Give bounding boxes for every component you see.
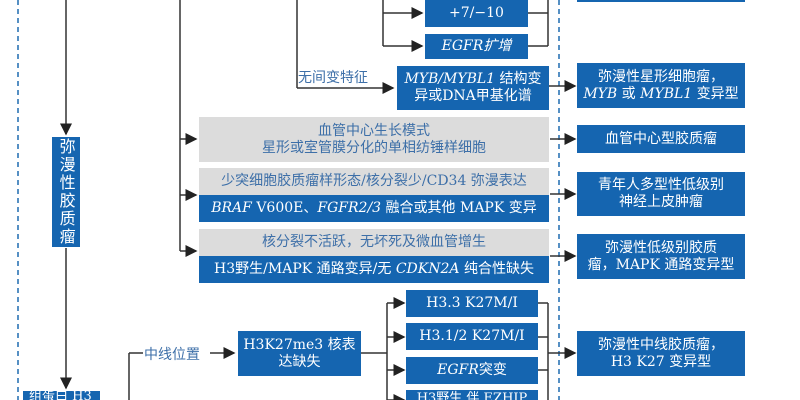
lowgrade-start: H3野生/MAPK 通路变异/无 (214, 261, 396, 278)
node-egfr-amplification: EGFR扩增 (425, 34, 528, 59)
node-histone-h3-label: 组蛋白 H3 (29, 391, 92, 400)
myb-rest: 结构变 (495, 71, 542, 88)
angio-line2: 星形或室管膜分化的单相纺锤样细胞 (262, 139, 486, 156)
result-box-top-clipped (577, 0, 745, 2)
angio-line1: 血管中心生长模式 (318, 122, 430, 139)
node-ezhip-partial: H3野生 伴 EZHIP (406, 390, 538, 400)
myb-italic: MYB/MYBL1 (404, 71, 496, 88)
result-myb-line1: 弥漫性星形细胞瘤， (598, 68, 724, 85)
plnty-line1: 青年人多型性低级别 (598, 177, 724, 194)
node-diffuse-glioma: 弥漫性胶质瘤 (52, 137, 80, 247)
node-low-grade-features: 核分裂不活跃，无坏死及微血管增生 (199, 229, 549, 256)
result-myb-line2: MYB 或 MYBL1 变异型 (583, 86, 738, 103)
result-myb-astrocytoma: 弥漫性星形细胞瘤， MYB 或 MYBL1 变异型 (577, 63, 745, 108)
node-diffuse-glioma-label: 弥漫性胶质瘤 (56, 138, 76, 246)
lowgrade-blue-line: H3野生/MAPK 通路变异/无 CDKN2A 纯合性缺失 (214, 261, 534, 278)
node-plus7-label: +7/−10 (449, 5, 504, 22)
pleo-blue-line: BRAF V600E、FGFR2/3 融合或其他 MAPK 变异 (211, 200, 537, 217)
node-plus7-minus10: +7/−10 (425, 0, 528, 27)
label-no-anaplasia: 无间变特征 (298, 67, 368, 87)
result-angiocentric-glioma: 血管中心型胶质瘤 (577, 125, 745, 153)
node-myb-variant: MYB/MYBL1 结构变 异或DNA甲基化谱 (397, 66, 549, 110)
fgfr-italic: FGFR2/3 (317, 200, 382, 217)
node-histone-h3-partial: 组蛋白 H3 (23, 391, 100, 400)
braf-mid: V600E、 (251, 200, 318, 217)
myb-italic-1: MYB (583, 85, 618, 102)
node-myb-line2: 异或DNA甲基化谱 (414, 88, 532, 104)
node-egfr-mutation: EGFR突变 (406, 357, 538, 384)
h3k27-line1: H3K27me3 核表 (243, 336, 356, 353)
h3k27-line2: 达缺失 (278, 353, 321, 370)
node-low-grade-molecular: H3野生/MAPK 通路变异/无 CDKN2A 纯合性缺失 (199, 256, 549, 283)
node-h3k27me3-loss: H3K27me3 核表 达缺失 (238, 331, 361, 376)
pleo-gray-line: 少突细胞胶质瘤样形态/核分裂少/CD34 弥漫表达 (221, 173, 527, 190)
egfr-amp-text: EGFR扩增 (441, 38, 512, 55)
braf-italic: BRAF (211, 200, 252, 217)
lowgrade-result-line1: 弥漫性低级别胶质 (605, 239, 717, 256)
node-egfr-label: EGFR扩增 (442, 38, 512, 55)
myb-mid: 或 (617, 85, 641, 102)
egfr-mut-rest: 突变 (478, 362, 507, 379)
h312-label: H3.1/2 K27M/I (419, 328, 525, 345)
result-angio-label: 血管中心型胶质瘤 (605, 130, 717, 147)
result-low-grade-mapk: 弥漫性低级别胶质 瘤，MAPK 通路变异型 (577, 234, 745, 279)
lowgrade-gray-line: 核分裂不活跃，无坏死及微血管增生 (262, 234, 486, 251)
egfr-mut-line: EGFR突变 (437, 362, 507, 379)
lowgrade-end: 纯合性缺失 (459, 261, 534, 278)
cdkn2a-italic: CDKN2A (395, 261, 460, 278)
dmg-line2: H3 K27 变异型 (610, 353, 712, 370)
egfr-mut-italic: EGFR (437, 362, 479, 379)
pleo-end: 融合或其他 MAPK 变异 (381, 200, 537, 217)
node-pleomorphic-molecular: BRAF V600E、FGFR2/3 融合或其他 MAPK 变异 (199, 195, 549, 222)
plnty-line2: 神经上皮肿瘤 (619, 194, 703, 210)
lowgrade-result-line2: 瘤，MAPK 通路变异型 (587, 256, 735, 273)
node-pleomorphic-morphology: 少突细胞胶质瘤样形态/核分裂少/CD34 弥漫表达 (199, 168, 549, 195)
ezhip-label: H3野生 伴 EZHIP (416, 391, 528, 400)
h33-label: H3.3 K27M/I (426, 295, 518, 312)
result-diffuse-midline-glioma: 弥漫性中线胶质瘤， H3 K27 变异型 (577, 331, 745, 376)
myb-italic-2: MYBL1 (640, 85, 693, 102)
node-h33-k27m: H3.3 K27M/I (406, 290, 538, 317)
node-h312-k27m: H3.1/2 K27M/I (406, 323, 538, 350)
dmg-line1: 弥漫性中线胶质瘤， (598, 336, 724, 353)
label-midline-location: 中线位置 (144, 344, 200, 364)
result-plnty: 青年人多型性低级别 神经上皮肿瘤 (577, 172, 745, 216)
node-myb-line1: MYB/MYBL1 结构变 (404, 71, 541, 88)
myb-end: 变异型 (692, 85, 739, 102)
node-angiocentric-features: 血管中心生长模式 星形或室管膜分化的单相纺锤样细胞 (199, 117, 549, 162)
